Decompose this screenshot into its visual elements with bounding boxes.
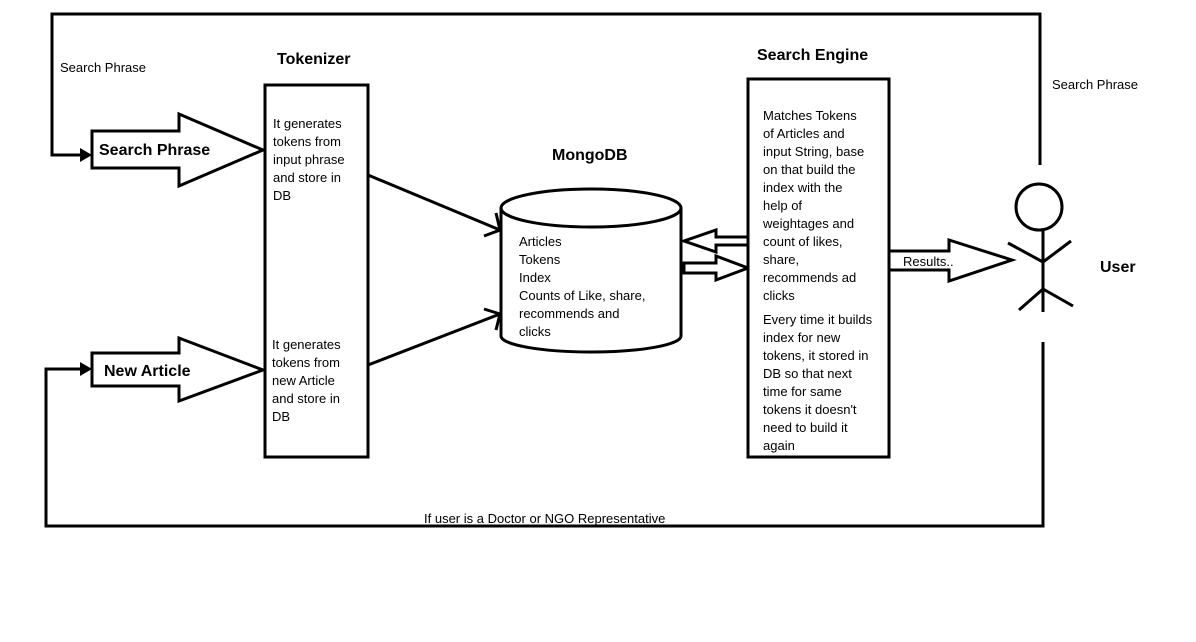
bottom-condition-label: If user is a Doctor or NGO Representativ… (424, 511, 665, 526)
top-feedback-line (50, 12, 1042, 165)
mongodb-cylinder-top (499, 187, 683, 229)
top-feedback-arrowhead (80, 148, 92, 162)
search-phrase-loop-label-right: Search Phrase (1052, 77, 1138, 92)
results-arrow-label: Results.. (903, 254, 954, 269)
search-engine-top-text: Matches Tokens of Articles and input Str… (762, 108, 868, 303)
search-engine-box (746, 77, 891, 459)
engine-to-db-arrow (679, 227, 750, 255)
mongodb-items: Articles Tokens Index Counts of Like, sh… (519, 234, 649, 339)
tokenizer-bottom-text: It generates tokens from new Article and… (272, 337, 344, 424)
tokenizer-to-db-line-bottom (367, 312, 501, 367)
mongodb-title: MongoDB (552, 147, 628, 164)
new-article-block-arrow (90, 335, 268, 404)
results-block-arrow (887, 237, 1017, 284)
search-phrase-block-arrow (90, 111, 267, 189)
search-phrase-arrow-label: Search Phrase (99, 142, 210, 159)
tokenizer-to-db-line-top (367, 173, 501, 232)
user-label: User (1100, 259, 1136, 276)
mongodb-cylinder-body (499, 208, 683, 354)
tokenizer-box (263, 83, 370, 459)
bottom-feedback-arrowhead (80, 362, 92, 376)
tokenizer-title: Tokenizer (277, 51, 351, 68)
new-article-arrow-label: New Article (104, 363, 191, 380)
search-engine-title: Search Engine (757, 47, 868, 64)
search-engine-bottom-text: Every time it builds index for new token… (763, 312, 876, 453)
search-phrase-loop-label-left: Search Phrase (60, 60, 146, 75)
bottom-feedback-line (44, 342, 1045, 528)
tokenizer-top-text: It generates tokens from input phrase an… (273, 116, 348, 203)
db-to-engine-arrow (682, 253, 753, 283)
user-stick-figure-icon (1007, 182, 1074, 312)
